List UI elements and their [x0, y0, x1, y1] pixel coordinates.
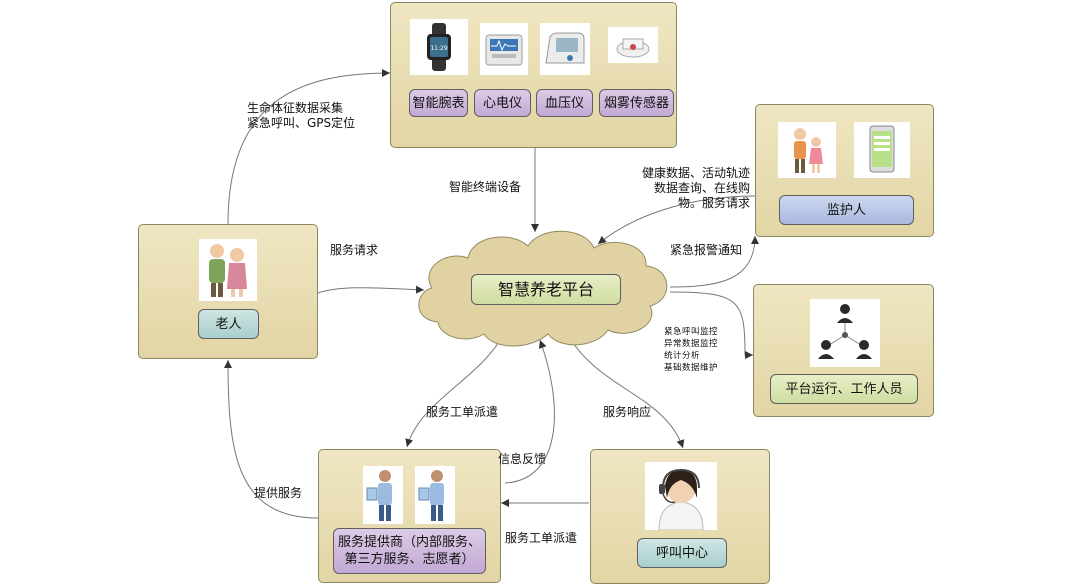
staff-label: 平台运行、工作人员 [770, 374, 918, 404]
edge-label-elderly-to-platform: 服务请求 [330, 243, 379, 257]
edge-label-line: 异常数据监控 [664, 339, 719, 349]
edge-platform-to-staff [669, 291, 753, 359]
family-icon [778, 122, 836, 178]
service-worker-icon-1 [363, 466, 403, 524]
provider-box: 服务提供商（内部服务、 第三方服务、志愿者） [318, 449, 501, 583]
elderly-box: 老人 [138, 224, 318, 359]
edge-label-guardian-to-platform: 健康数据、活动轨迹 数据查询、在线购 物。服务请求 [640, 166, 750, 211]
team-network-icon [810, 299, 880, 367]
elderly-couple-icon [199, 239, 257, 301]
smartwatch-icon: 11:29 [410, 19, 468, 75]
edge-platform-to-guardian [669, 235, 759, 288]
edge-platform-to-provider [405, 331, 506, 448]
device-tag-smartwatch: 智能腕表 [409, 89, 468, 117]
ecg-monitor-icon [480, 23, 528, 75]
edge-label-platform-to-guardian: 紧急报警通知 [670, 243, 743, 257]
callcenter-label: 呼叫中心 [637, 538, 727, 568]
edge-platform-to-callcenter [567, 334, 685, 449]
edge-label-elderly-to-devices: 生命体征数据采集 紧急呼叫、GPS定位 [247, 101, 355, 131]
edge-label-line: 紧急呼叫监控 [664, 327, 719, 337]
edge-label-provider-to-platform: 信息反馈 [498, 452, 547, 466]
edge-label-platform-to-callcenter: 服务响应 [603, 405, 652, 419]
platform-label: 智慧养老平台 [471, 274, 621, 305]
callcenter-box: 呼叫中心 [590, 449, 770, 584]
svg-text:11:29: 11:29 [430, 45, 447, 52]
edge-label-platform-to-provider: 服务工单派遣 [426, 405, 499, 419]
edge-label-line: 数据查询、在线购 [653, 181, 750, 195]
service-worker-icon-2 [415, 466, 455, 524]
device-tag-smoke-sensor: 烟雾传感器 [599, 89, 674, 117]
device-tag-blood-pressure: 血压仪 [536, 89, 593, 117]
device-tag-ecg: 心电仪 [474, 89, 531, 117]
edge-provider-to-platform [504, 339, 555, 484]
blood-pressure-monitor-icon [540, 23, 590, 75]
provider-label-line2: 第三方服务、志愿者） [344, 552, 475, 567]
smoke-sensor-icon [608, 27, 658, 63]
operator-headset-icon [645, 462, 717, 531]
smartphone-icon [854, 122, 910, 178]
guardian-label: 监护人 [779, 195, 914, 225]
provider-label-line1: 服务提供商（内部服务、 [337, 535, 481, 550]
edge-label-line: 统计分析 [664, 351, 701, 361]
edge-label-callcenter-to-provider: 服务工单派遣 [505, 531, 578, 545]
edge-label-line: 健康数据、活动轨迹 [641, 166, 750, 180]
devices-box: 11:29 智能腕表 心电仪 血压仪 烟雾传感器 [390, 2, 677, 148]
edge-label-provider-to-elderly: 提供服务 [254, 486, 303, 500]
edge-label-devices-to-platform: 智能终端设备 [449, 180, 522, 194]
edge-label-line: 生命体征数据采集 [247, 101, 344, 115]
elderly-label: 老人 [198, 309, 259, 339]
edge-elderly-to-devices [227, 69, 391, 225]
edge-label-line: 基础数据维护 [664, 363, 719, 373]
edge-label-platform-to-staff: 紧急呼叫监控 异常数据监控 统计分析 基础数据维护 [664, 326, 718, 374]
edge-label-line: 物。服务请求 [677, 196, 750, 210]
edge-elderly-to-platform [317, 285, 425, 294]
edge-guardian-to-platform [597, 195, 756, 245]
guardian-box: 监护人 [755, 104, 934, 237]
staff-box: 平台运行、工作人员 [753, 284, 934, 417]
edge-provider-to-elderly [224, 359, 319, 519]
edge-label-line: 紧急呼叫、GPS定位 [247, 116, 356, 130]
provider-label: 服务提供商（内部服务、 第三方服务、志愿者） [333, 528, 486, 574]
